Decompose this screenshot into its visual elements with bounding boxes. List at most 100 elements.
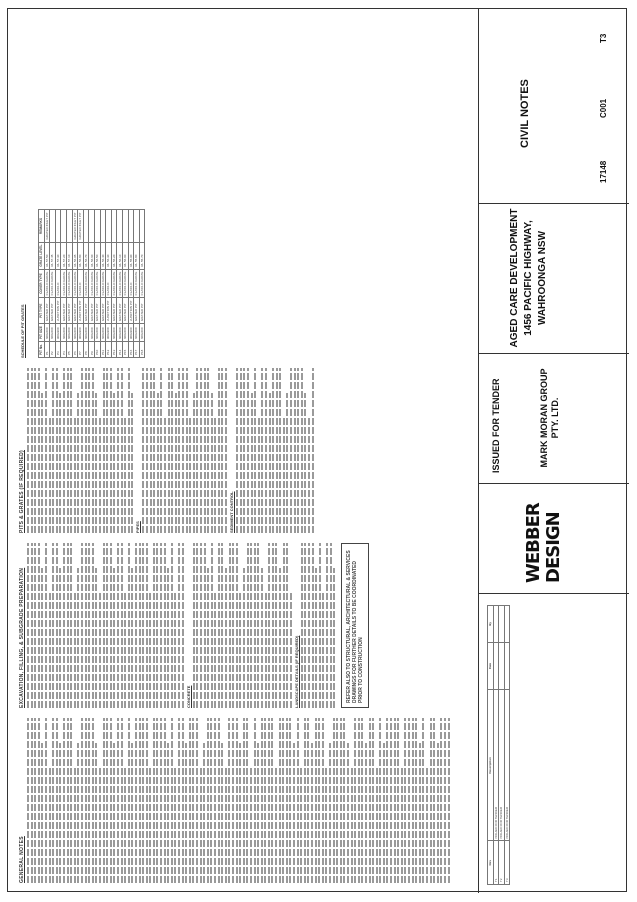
note-line bbox=[286, 392, 289, 533]
note-line bbox=[124, 592, 127, 708]
note-line bbox=[290, 368, 293, 533]
note-line bbox=[397, 718, 400, 883]
pit-header-cell: COVER TYPE bbox=[38, 269, 45, 298]
note-line bbox=[228, 543, 231, 708]
pit-cell: CLASS D GRATE bbox=[72, 269, 78, 298]
note-line bbox=[326, 543, 328, 708]
note-line bbox=[285, 718, 288, 883]
note-line bbox=[375, 767, 378, 883]
note-line bbox=[73, 767, 76, 883]
concrete-heading: CONCRETE bbox=[185, 685, 191, 708]
note-line bbox=[297, 368, 300, 533]
note-line bbox=[275, 543, 278, 708]
note-line bbox=[134, 543, 137, 708]
pit-cell: JUNCTION PIT bbox=[77, 297, 84, 324]
landscape-heading: LANDSCAPE DETAILS (IF REQUIRED) bbox=[293, 635, 299, 708]
note-line bbox=[124, 767, 127, 883]
pit-cell: 600x600 bbox=[116, 323, 123, 342]
excavation-column: EXCAVATION, FILLING, & SUBGRADE PREPARAT… bbox=[18, 543, 370, 708]
note-line bbox=[267, 718, 270, 883]
note-line bbox=[45, 368, 48, 533]
note-line bbox=[27, 718, 30, 883]
note-line bbox=[293, 742, 296, 883]
pit-cell: CLASS D GRATE bbox=[100, 269, 106, 298]
rotated-drawing: GENERAL NOTES EXCAVATION, FILLING, & SUB… bbox=[8, 9, 629, 893]
note-line bbox=[217, 543, 220, 708]
note-line bbox=[300, 368, 303, 533]
drawing-title: CIVIL NOTES bbox=[519, 79, 531, 148]
note-line bbox=[102, 543, 105, 708]
note-line bbox=[59, 392, 62, 533]
company-logo: WEBBER DESIGN bbox=[523, 503, 564, 583]
note-line bbox=[181, 543, 184, 708]
note-line bbox=[228, 718, 231, 883]
note-line bbox=[243, 567, 246, 708]
job-number: 17148 bbox=[599, 160, 608, 183]
note-line bbox=[250, 392, 253, 533]
note-line bbox=[52, 543, 55, 708]
pit-cell: CLASS D GRATE bbox=[83, 269, 89, 298]
note-line bbox=[131, 567, 134, 708]
note-line bbox=[207, 567, 210, 708]
pit-cell: 600x600 bbox=[111, 323, 117, 342]
note-line bbox=[261, 567, 263, 708]
note-line bbox=[156, 392, 159, 533]
note-line bbox=[167, 368, 170, 533]
note-line bbox=[196, 718, 198, 883]
note-line bbox=[308, 417, 311, 533]
note-line bbox=[127, 543, 130, 708]
note-line bbox=[254, 368, 257, 533]
note-line bbox=[98, 417, 101, 533]
note-line bbox=[318, 718, 321, 883]
note-line bbox=[84, 368, 87, 533]
note-line bbox=[153, 368, 156, 533]
note-line bbox=[278, 718, 281, 883]
note-line bbox=[318, 543, 321, 708]
note-line bbox=[189, 417, 192, 533]
note-line bbox=[275, 368, 278, 533]
pit-cell bbox=[139, 209, 145, 243]
note-line bbox=[264, 718, 267, 883]
pit-cell: CLASS D GRATE bbox=[88, 269, 95, 298]
note-line bbox=[293, 368, 296, 533]
note-line bbox=[221, 368, 224, 533]
note-line bbox=[257, 417, 260, 533]
note-line bbox=[315, 567, 318, 708]
pits-heading: PITS & GRATES (IF REQUIRED) bbox=[19, 449, 25, 533]
note-line bbox=[221, 742, 224, 883]
note-line bbox=[199, 368, 202, 533]
concrete-text bbox=[192, 543, 292, 708]
note-line bbox=[131, 742, 134, 883]
note-line bbox=[207, 368, 210, 533]
note-line bbox=[37, 368, 40, 533]
note-line bbox=[146, 368, 148, 533]
note-line bbox=[206, 718, 209, 883]
note-line bbox=[408, 718, 411, 883]
note-line bbox=[296, 718, 299, 883]
note-line bbox=[70, 718, 73, 883]
general-notes-heading: GENERAL NOTES bbox=[19, 836, 25, 883]
note-line bbox=[170, 543, 173, 708]
note-line bbox=[433, 718, 436, 883]
note-line bbox=[149, 592, 152, 708]
coordination-note-box: REFER ALSO TO STRUCTURAL, ARCHITECTURAL … bbox=[341, 543, 370, 708]
note-line bbox=[239, 592, 242, 708]
revision-cell bbox=[504, 605, 510, 643]
note-line bbox=[181, 718, 184, 883]
note-line bbox=[174, 592, 177, 708]
note-line bbox=[88, 368, 91, 533]
client-name: MARK MORAN GROUP PTY. LTD. bbox=[539, 368, 560, 468]
note-line bbox=[242, 718, 245, 883]
note-line bbox=[232, 543, 235, 708]
note-line bbox=[73, 592, 76, 708]
note-line bbox=[120, 543, 123, 708]
pit-cell: JUNCTION PIT bbox=[105, 297, 112, 324]
note-line bbox=[386, 718, 389, 883]
note-line bbox=[282, 417, 285, 533]
note-line bbox=[34, 718, 37, 883]
issue-status: ISSUED FOR TENDER bbox=[491, 378, 501, 473]
note-line bbox=[113, 392, 116, 533]
